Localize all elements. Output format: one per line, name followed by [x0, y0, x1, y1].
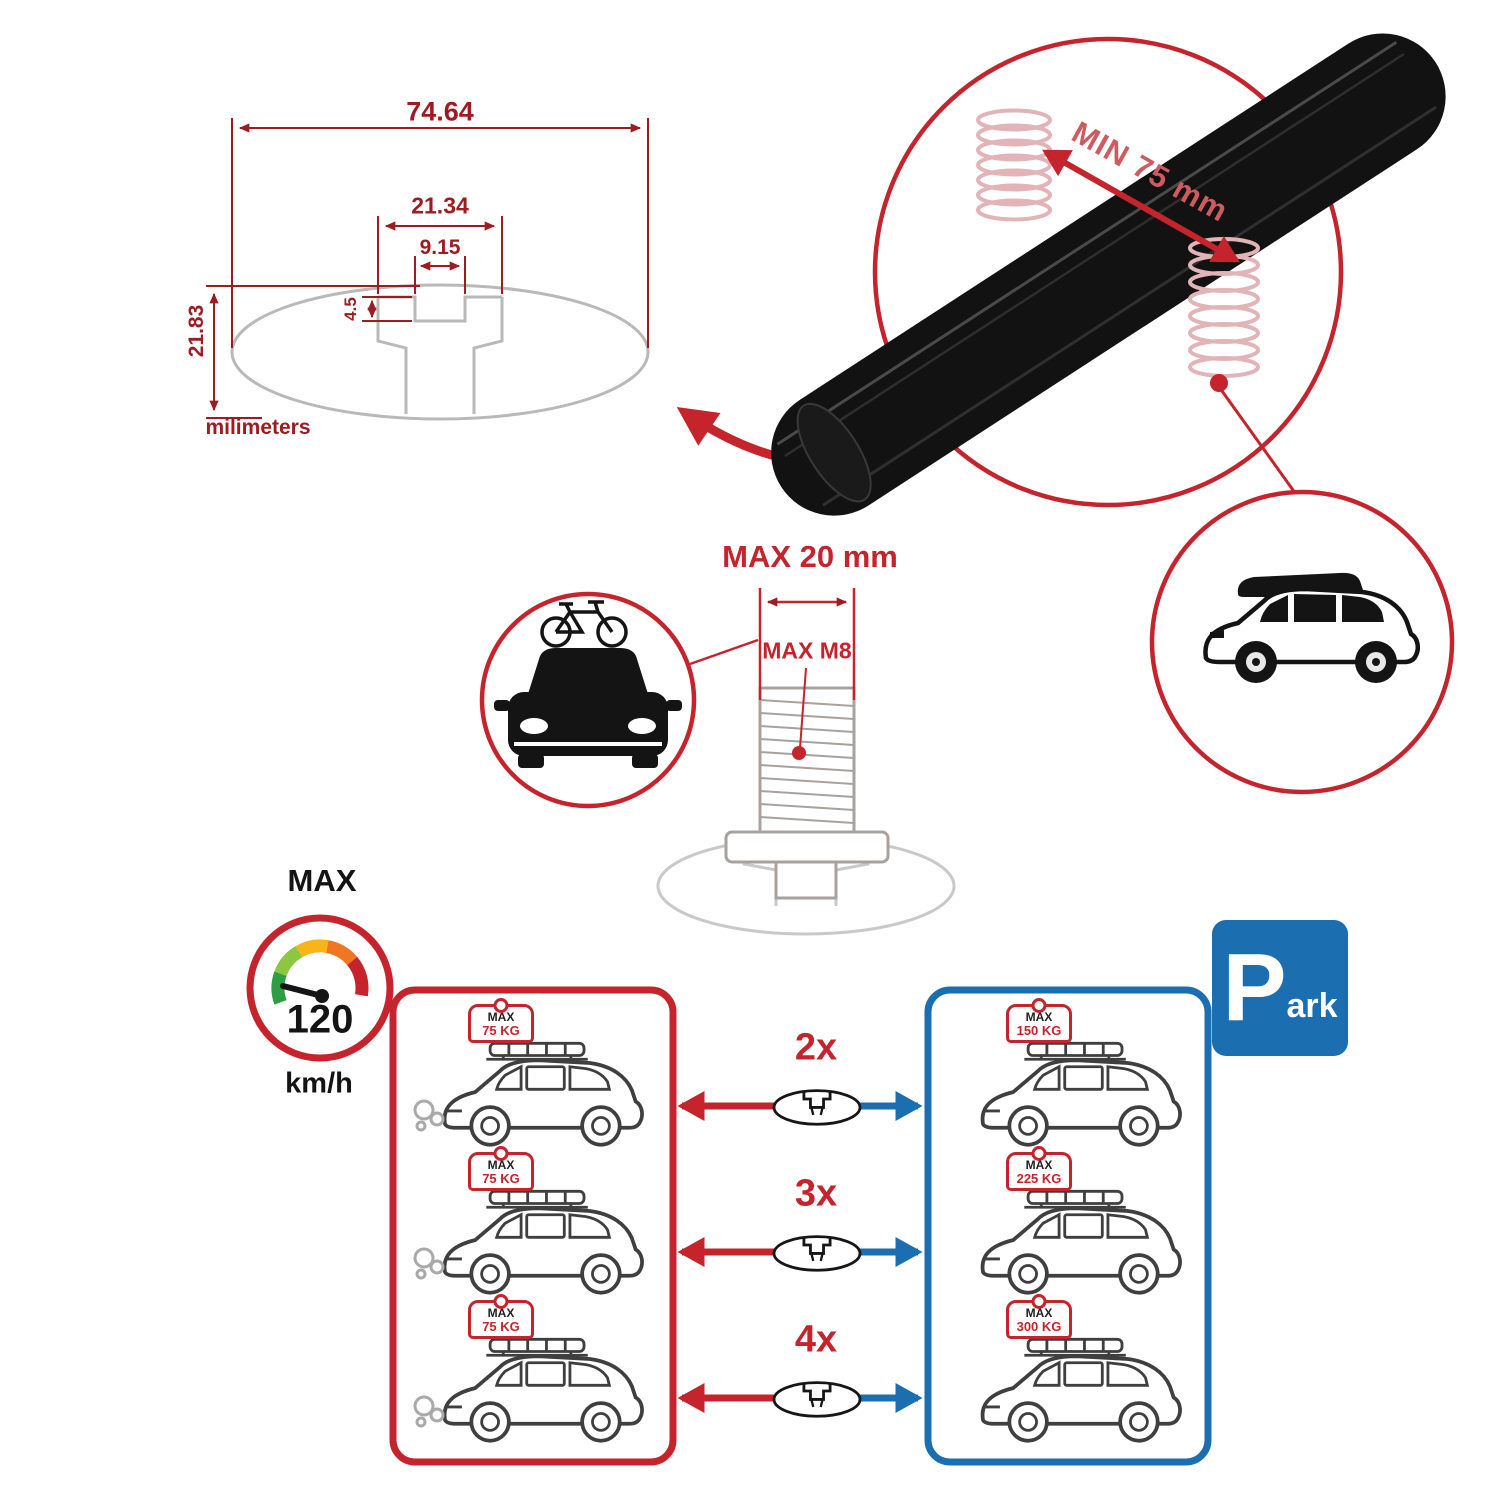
bolt-diagram — [656, 588, 956, 936]
sign-weight-label: 75 KG — [482, 1170, 520, 1186]
roof-load-sign-parked-2: MAX 225 KG — [1006, 1152, 1072, 1192]
speed-gauge-icon — [246, 914, 394, 1062]
row-multiplier-3: 4x — [794, 1318, 838, 1361]
speed-max-label: MAX — [287, 863, 357, 898]
sign-weight-label: 150 KG — [1016, 1022, 1062, 1038]
car-front-illustration — [494, 600, 682, 768]
roof-load-sign-parked-3: MAX 300 KG — [1006, 1300, 1072, 1340]
bolt-max-thread-label: MAX M8 — [762, 637, 852, 664]
min-span-arrow — [1042, 149, 1240, 263]
sign-max-label: MAX — [487, 1158, 515, 1172]
gauge-needle-hub — [315, 989, 329, 1003]
roof-load-sign-moving-1: MAX 75 KG — [468, 1004, 534, 1044]
suv-roofbox-circle — [1149, 489, 1455, 795]
sign-max-label: MAX — [487, 1306, 515, 1320]
roof-load-sign-moving-2: MAX 75 KG — [468, 1152, 534, 1192]
profile-ellipse — [230, 283, 650, 421]
speed-units-label: km/h — [285, 1067, 353, 1100]
car-front-leader — [689, 638, 759, 666]
crossbar-profile-icon — [772, 1089, 862, 1126]
park-letter: P — [1222, 933, 1287, 1041]
speed-value-label: 120 — [286, 997, 354, 1042]
car-front-circle — [479, 591, 759, 809]
motion-lines — [413, 1099, 445, 1428]
gauge-outline — [246, 914, 394, 1062]
bolt-leader-dot — [792, 746, 806, 760]
roof-load-sign-moving-3: MAX 75 KG — [468, 1300, 534, 1340]
crossbar-detail-circle — [771, 33, 1446, 516]
dim-total-height-label: 21.83 — [185, 304, 208, 358]
dim-channel-width-label: 21.34 — [411, 192, 469, 219]
crossbar-profile-icon — [772, 1381, 862, 1418]
sign-max-label: MAX — [1025, 1306, 1053, 1320]
suv-illustration — [1203, 572, 1421, 683]
gauge-arcs — [271, 939, 369, 1005]
sign-max-label: MAX — [1025, 1010, 1053, 1024]
t-bolt — [724, 686, 890, 900]
sign-max-label: MAX — [487, 1010, 515, 1024]
dim-slot-depth-label: 4.5 — [341, 297, 360, 321]
dim-total-width-label: 74.64 — [406, 96, 474, 127]
profile-dimension-drawing — [206, 118, 650, 421]
bicycle-icon — [540, 600, 628, 648]
sign-weight-label: 300 KG — [1016, 1318, 1062, 1334]
sign-weight-label: 75 KG — [482, 1318, 520, 1334]
row-multiplier-2: 3x — [794, 1172, 838, 1215]
bolt-dimension-lines — [758, 588, 856, 749]
leader-line — [1220, 390, 1300, 498]
bolt-max-width-label: MAX 20 mm — [722, 539, 898, 574]
dim-units-label: milimeters — [205, 416, 311, 439]
sign-weight-label: 225 KG — [1016, 1170, 1062, 1186]
sign-weight-label: 75 KG — [482, 1022, 520, 1038]
row-multiplier-1: 2x — [794, 1026, 838, 1069]
leader-dot — [1210, 374, 1228, 392]
dim-slot-width-label: 9.15 — [419, 236, 461, 259]
sign-max-label: MAX — [1025, 1158, 1053, 1172]
crossbar-profile-icon — [772, 1235, 862, 1272]
dimension-lines — [206, 118, 649, 419]
roof-load-sign-parked-1: MAX 150 KG — [1006, 1004, 1072, 1044]
park-suffix: ark — [1286, 986, 1338, 1025]
